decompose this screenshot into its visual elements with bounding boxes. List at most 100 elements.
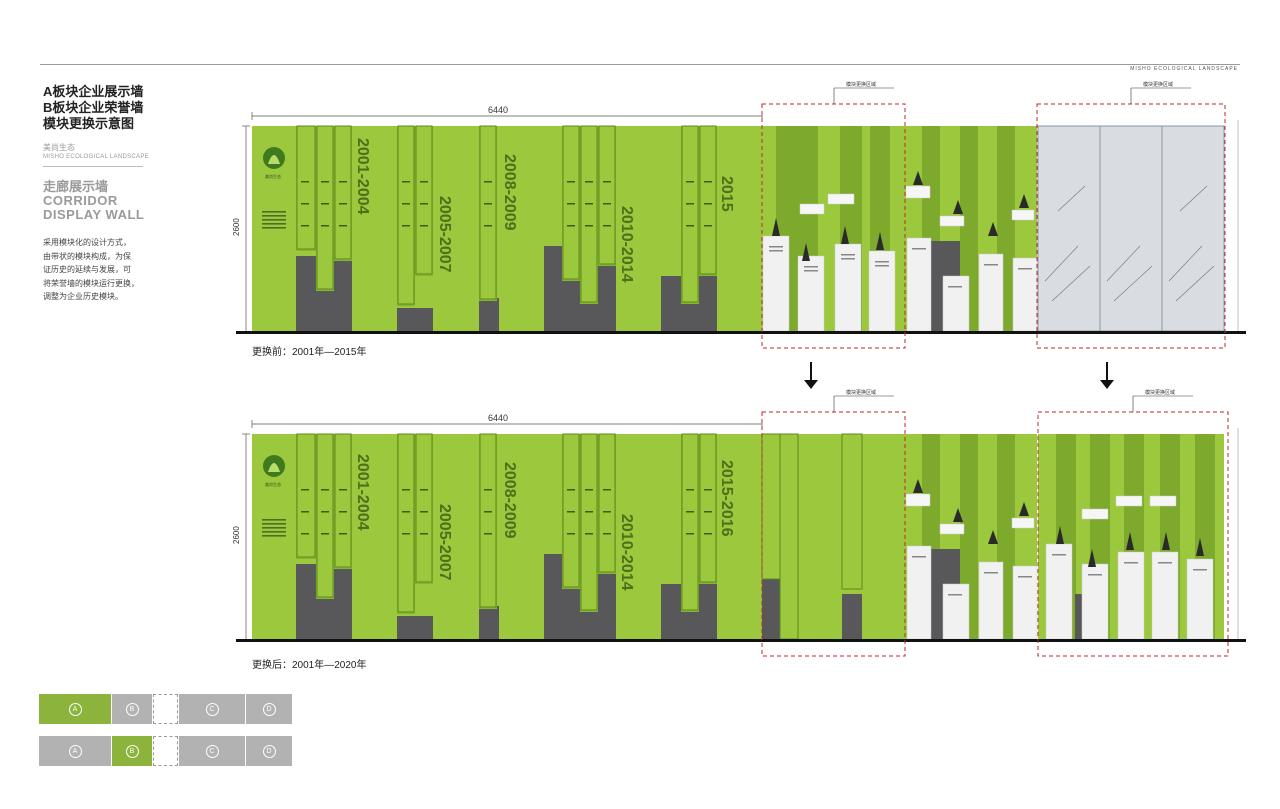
strip-text xyxy=(301,203,309,205)
strip-text xyxy=(585,533,593,535)
strip-text xyxy=(603,225,611,227)
plaque-text xyxy=(841,258,855,260)
logo-text: 美尚生态 xyxy=(265,173,281,179)
tab-d[interactable]: D xyxy=(246,694,292,724)
strip-text xyxy=(686,203,694,205)
plaque-text xyxy=(1052,554,1066,556)
glass-reflection xyxy=(1057,185,1086,212)
shelf xyxy=(905,185,931,199)
glass-reflection xyxy=(1179,185,1208,212)
strip-text xyxy=(704,489,712,491)
trophy-icon xyxy=(772,218,780,236)
year-label: 2010-2014 xyxy=(618,206,635,283)
width-label: 6440 xyxy=(488,413,508,423)
glass-wall xyxy=(1037,125,1225,332)
tab-c[interactable]: C xyxy=(179,736,245,766)
tab-b[interactable]: B xyxy=(112,736,152,766)
shelf xyxy=(939,523,965,535)
pedestal xyxy=(942,583,970,640)
tab-a[interactable]: A xyxy=(39,694,111,724)
plaque-text xyxy=(912,248,926,250)
strip-inner xyxy=(580,433,598,611)
trophy-icon xyxy=(841,226,849,244)
text-line xyxy=(262,211,286,213)
strip-text xyxy=(567,511,575,513)
plaque-text xyxy=(984,572,998,574)
strip-inner xyxy=(598,125,616,265)
strip-text xyxy=(603,511,611,513)
strip-text xyxy=(686,511,694,513)
strip-inner xyxy=(334,125,352,260)
year-label: 2010-2014 xyxy=(618,514,635,591)
exchange-zone xyxy=(761,411,906,657)
callout-label: 模块更换区域 xyxy=(846,389,876,396)
strip-text xyxy=(321,511,329,513)
strip-inner xyxy=(562,433,580,588)
pedestal xyxy=(797,255,825,332)
trophy-icon xyxy=(913,479,923,493)
pedestal xyxy=(1012,565,1038,640)
trophy-icon xyxy=(1019,502,1029,516)
strip-text xyxy=(686,225,694,227)
plaque-text xyxy=(1018,268,1032,270)
gray-block xyxy=(397,308,433,331)
strip-text xyxy=(484,511,492,513)
strip-inner xyxy=(415,433,433,583)
strip-text xyxy=(567,203,575,205)
strip xyxy=(841,433,863,590)
text-line xyxy=(262,531,286,533)
strip-text xyxy=(686,181,694,183)
plaque-text xyxy=(1124,562,1138,564)
strip-inner xyxy=(681,433,699,611)
pedestal xyxy=(1012,257,1038,332)
pedestal xyxy=(906,545,932,640)
description: 采用模块化的设计方式， 由带状的模块构成，为保 证历史的延续与发展，可 将荣誉墙… xyxy=(43,238,139,301)
strip-inner xyxy=(479,433,497,608)
strip-text xyxy=(567,225,575,227)
trophy-icon xyxy=(876,232,884,250)
corridor-title-cn: 走廊展示墙 xyxy=(43,179,109,194)
plaque-text xyxy=(804,266,818,268)
strip-text xyxy=(339,533,347,535)
strip-text xyxy=(585,511,593,513)
tab-spacer xyxy=(153,694,178,724)
strip-text xyxy=(704,203,712,205)
glass-reflection xyxy=(1106,245,1141,282)
strip-inner xyxy=(699,433,717,583)
tab-c[interactable]: C xyxy=(179,694,245,724)
strip-text xyxy=(420,533,428,535)
glass-reflection xyxy=(1113,265,1153,302)
corridor-title-en: CORRIDOR DISPLAY WALL xyxy=(43,193,145,222)
strip-text xyxy=(585,203,593,205)
height-label: 2600 xyxy=(232,218,241,236)
tab-a[interactable]: A xyxy=(39,736,111,766)
strip-text xyxy=(301,181,309,183)
strip-text xyxy=(567,533,575,535)
strip-text xyxy=(704,533,712,535)
tab-b[interactable]: B xyxy=(112,694,152,724)
logo-text: 美尚生态 xyxy=(265,481,281,487)
gray-block xyxy=(397,616,433,639)
plaque-text xyxy=(1158,562,1172,564)
text-line xyxy=(262,535,286,537)
strip-text xyxy=(402,181,410,183)
strip xyxy=(779,433,799,640)
strip-text xyxy=(402,511,410,513)
strip-text xyxy=(420,225,428,227)
strip-text xyxy=(339,181,347,183)
tab-d[interactable]: D xyxy=(246,736,292,766)
glass-reflection xyxy=(1051,265,1091,302)
plaque-text xyxy=(875,265,889,267)
shelf xyxy=(905,493,931,507)
strip-text xyxy=(567,181,575,183)
strip-text xyxy=(420,203,428,205)
plaque-text xyxy=(841,254,855,256)
floor-line xyxy=(236,331,1246,334)
pedestal xyxy=(1045,543,1073,640)
strip-text xyxy=(402,489,410,491)
year-label: 2008-2009 xyxy=(501,462,518,539)
glass-reflection xyxy=(1044,245,1079,282)
year-label: 2001-2004 xyxy=(354,454,371,531)
